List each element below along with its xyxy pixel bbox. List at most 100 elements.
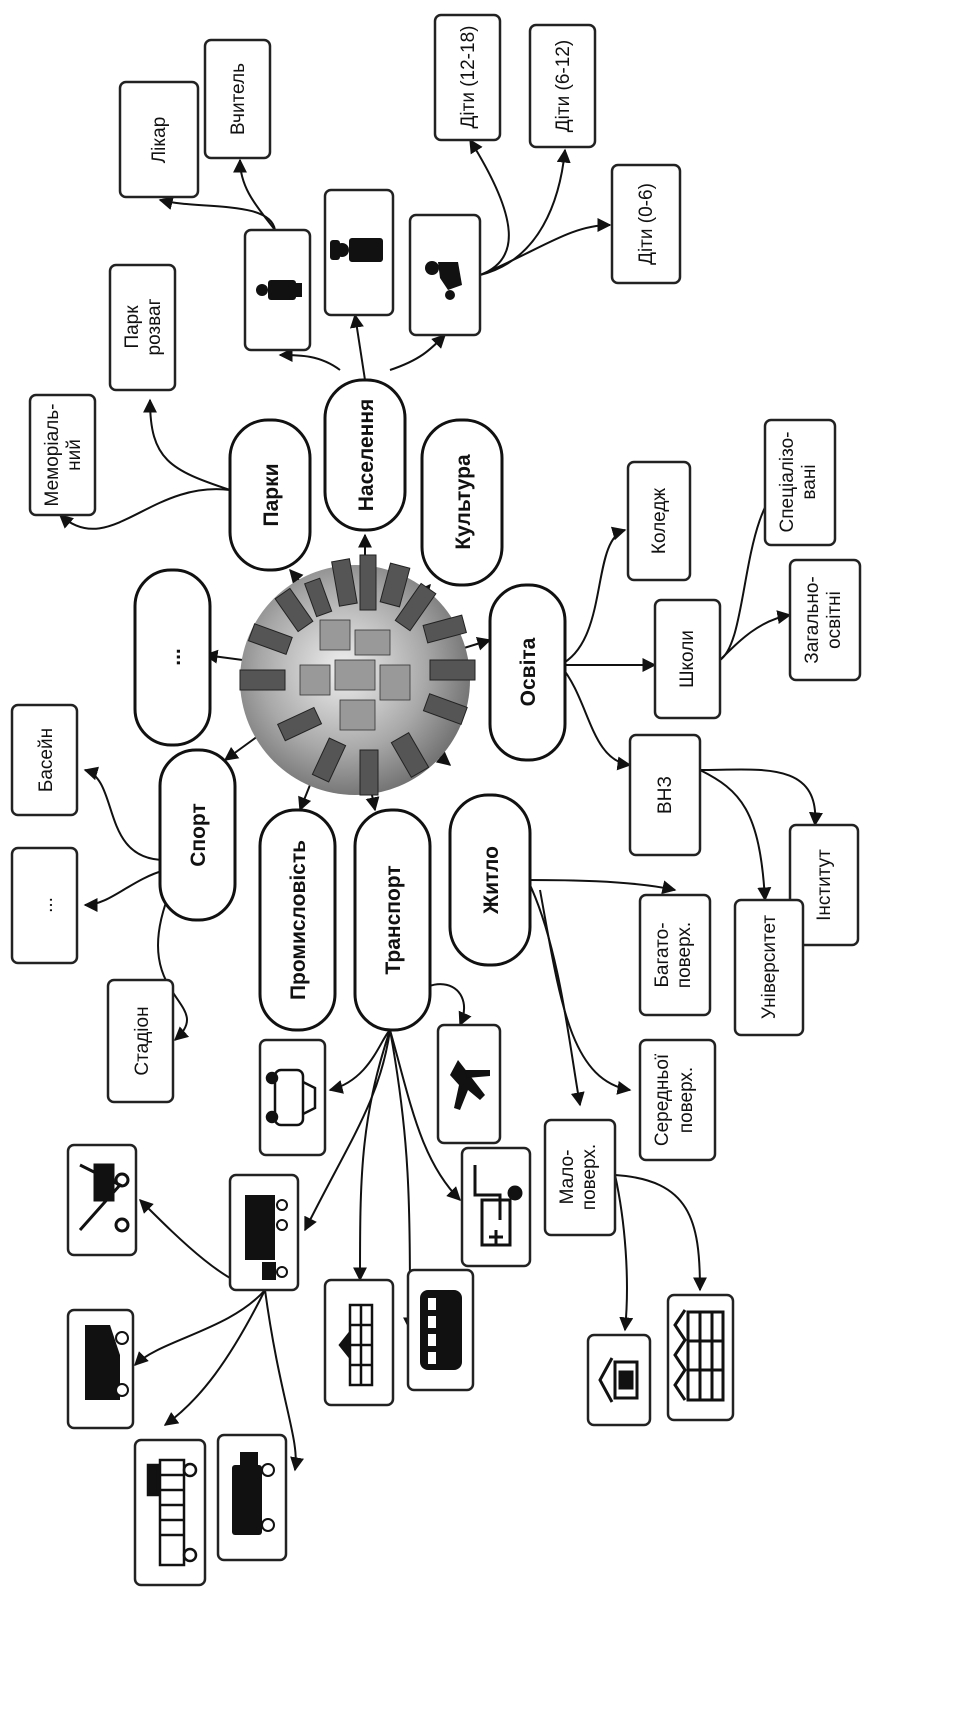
general-line-1: Загально- (802, 576, 823, 664)
node-stadium: Стадіон (106, 978, 175, 1104)
node-bus (406, 1268, 475, 1392)
category-culture-label: Культура (452, 454, 475, 550)
node-amusement-park: Парк розваг (108, 263, 177, 392)
node-parent-child (408, 213, 482, 337)
node-kids-6-12: Діти (6-12) (528, 23, 597, 149)
memorial-line-2: ний (64, 439, 85, 471)
cargo-truck-icon (232, 1452, 275, 1535)
node-tow-truck (66, 1143, 138, 1257)
node-cargo-truck (216, 1433, 288, 1562)
mid-rise-line-2: поверх. (676, 1067, 697, 1133)
category-sport: Спорт (158, 748, 237, 922)
bus-icon (420, 1290, 462, 1370)
row-houses-icon (673, 1309, 725, 1402)
node-tram (323, 1278, 395, 1407)
node-general-ed: Загально- освітні (788, 558, 862, 682)
svg-text:ний: ний (64, 439, 85, 471)
node-low-rise: Мало- поверх. (543, 1118, 617, 1237)
schools-label: Школи (677, 630, 698, 688)
specialized-line-2: вані (799, 464, 820, 499)
category-transport: Транспорт (353, 808, 432, 1032)
mid-rise-line-1: Середньої (652, 1053, 673, 1146)
node-schools: Школи (653, 598, 722, 720)
doctor-label: Лікар (149, 117, 170, 164)
pool-label: Басейн (36, 728, 57, 792)
node-sport-more: ... (10, 846, 79, 965)
specialized-line-1: Спеціалізо- (777, 432, 798, 533)
node-high-rise: Багато- поверх. (638, 893, 712, 1017)
node-kids-0-6: Діти (0-6) (610, 163, 682, 285)
car-icon (265, 1068, 317, 1127)
node-kids-12-18: Діти (12-18) (433, 13, 502, 142)
university-label: Університет (759, 915, 780, 1019)
low-rise-line-2: поверх. (579, 1144, 600, 1210)
node-person-1 (243, 228, 312, 352)
high-rise-line-2: поверх. (674, 922, 695, 988)
node-ambulance (460, 1146, 532, 1268)
kids-12-18-label: Діти (12-18) (458, 26, 479, 129)
kids-0-6-label: Діти (0-6) (636, 183, 657, 265)
category-more-label: ... (162, 648, 185, 666)
institute-label: Інститут (814, 849, 835, 921)
category-housing: Житло (448, 793, 532, 967)
tram-icon (338, 1303, 374, 1387)
category-culture: Культура (420, 418, 504, 587)
category-transport-label: Транспорт (382, 865, 405, 974)
category-housing-label: Житло (480, 846, 503, 915)
node-university: Університет (733, 898, 805, 1037)
node-fire-truck (133, 1438, 207, 1587)
sport-more-label: ... (36, 897, 57, 913)
college-label: Коледж (649, 488, 670, 555)
truck-icon (245, 1195, 288, 1280)
single-house-icon (598, 1357, 639, 1403)
node-teacher: Вчитель (203, 38, 272, 160)
category-sport-label: Спорт (187, 803, 210, 867)
city-globe-icon (239, 554, 476, 796)
node-airplane (436, 1023, 502, 1145)
category-parks-label: Парки (260, 463, 283, 526)
node-college: Коледж (626, 460, 692, 582)
category-education: Освіта (488, 583, 567, 762)
parent-child-icon (425, 261, 462, 300)
higher-ed-label: ВНЗ (655, 776, 676, 814)
node-truck (228, 1173, 300, 1292)
category-education-label: Освіта (517, 637, 540, 706)
category-more: ... (133, 568, 212, 747)
node-higher-ed: ВНЗ (628, 733, 702, 857)
amusement-line-1: Парк (122, 305, 143, 349)
adult-person-icon (256, 280, 302, 300)
node-row-houses (666, 1293, 735, 1422)
node-person-2 (323, 188, 395, 317)
node-single-house (586, 1333, 652, 1427)
node-memorial: Меморіаль- ний (28, 393, 97, 517)
high-rise-line-1: Багато- (652, 922, 673, 987)
fire-truck-icon (146, 1458, 198, 1567)
node-doctor: Лікар (118, 80, 200, 199)
node-specialized: Спеціалізо- вані (763, 418, 837, 547)
node-pool: Басейн (10, 703, 79, 817)
category-industry: Промисловість (258, 808, 337, 1032)
low-rise-line-1: Мало- (557, 1150, 578, 1205)
amusement-line-2: розваг (144, 298, 165, 355)
teacher-label: Вчитель (228, 63, 249, 135)
memorial-line-1: Меморіаль- (42, 404, 63, 507)
svg-text:Меморіаль-: Меморіаль- (42, 404, 63, 507)
tow-truck-icon (78, 1163, 130, 1233)
category-parks: Парки (228, 418, 312, 572)
category-industry-label: Промисловість (287, 840, 310, 1000)
ambulance-icon (473, 1165, 523, 1247)
kids-6-12-label: Діти (6-12) (553, 40, 574, 132)
general-line-2: освітні (824, 591, 845, 649)
node-delivery-truck (66, 1308, 135, 1430)
node-institute: Інститут (788, 823, 860, 947)
category-population: Населення (323, 378, 407, 532)
node-mid-rise: Середньої поверх. (638, 1038, 717, 1162)
airplane-icon (450, 1060, 490, 1110)
node-car (258, 1038, 327, 1157)
delivery-truck-icon (85, 1325, 129, 1400)
category-population-label: Населення (355, 399, 378, 512)
adult-person-icon (330, 238, 383, 262)
stadium-label: Стадіон (132, 1006, 153, 1075)
